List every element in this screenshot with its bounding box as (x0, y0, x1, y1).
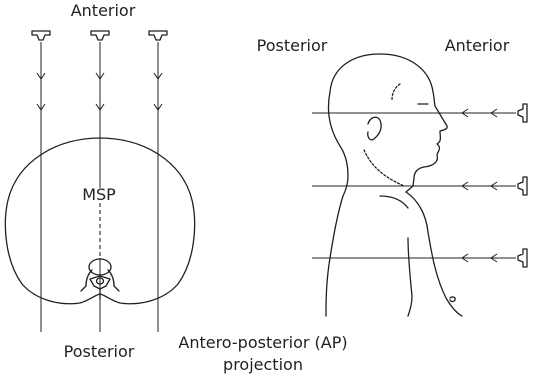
x-ray-source-icon (518, 104, 527, 267)
caption-line-2: projection (223, 355, 303, 374)
msp-label: MSP (82, 185, 116, 204)
x-ray-source-icon (32, 31, 167, 40)
lateral-beam-lines (312, 109, 516, 262)
axial-panel: Anterior MSP (5, 1, 194, 361)
head-profile-icon (326, 54, 462, 316)
posterior-label-right: Posterior (257, 36, 328, 55)
projection-caption: Antero-posterior (AP) projection (178, 333, 347, 374)
anterior-label-left: Anterior (71, 1, 136, 20)
lateral-panel: Posterior Anterior (257, 36, 527, 316)
anterior-label-right: Anterior (445, 36, 510, 55)
caption-line-1: Antero-posterior (AP) (178, 333, 347, 352)
posterior-label-left: Posterior (64, 342, 135, 361)
